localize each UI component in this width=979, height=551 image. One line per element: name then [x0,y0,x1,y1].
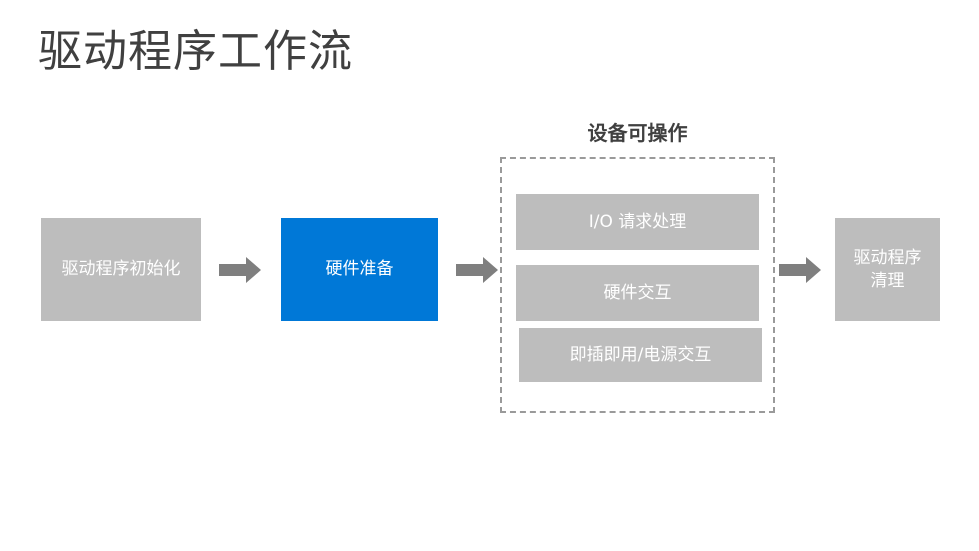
arrow-right-icon [779,257,821,283]
pnp-power-box: 即插即用/电源交互 [519,328,762,382]
io-request-label: I/O 请求处理 [588,211,687,232]
driver-init-box: 驱动程序初始化 [41,218,201,321]
hardware-prepare-box: 硬件准备 [281,218,438,321]
hardware-interaction-label: 硬件交互 [603,282,672,303]
io-request-box: I/O 请求处理 [516,194,759,250]
driver-init-label: 驱动程序初始化 [61,259,181,279]
device-operational-group [500,157,775,413]
device-operational-label: 设备可操作 [587,121,688,145]
slide-title: 驱动程序工作流 [38,26,353,77]
arrow-right-icon [219,257,261,283]
pnp-power-label: 即插即用/电源交互 [569,344,712,365]
arrow-right-icon [456,257,498,283]
driver-cleanup-box: 驱动程序 清理 [835,218,940,321]
hardware-prepare-label: 硬件准备 [325,259,394,279]
hardware-interaction-box: 硬件交互 [516,265,759,321]
driver-cleanup-label: 驱动程序 清理 [853,247,922,291]
